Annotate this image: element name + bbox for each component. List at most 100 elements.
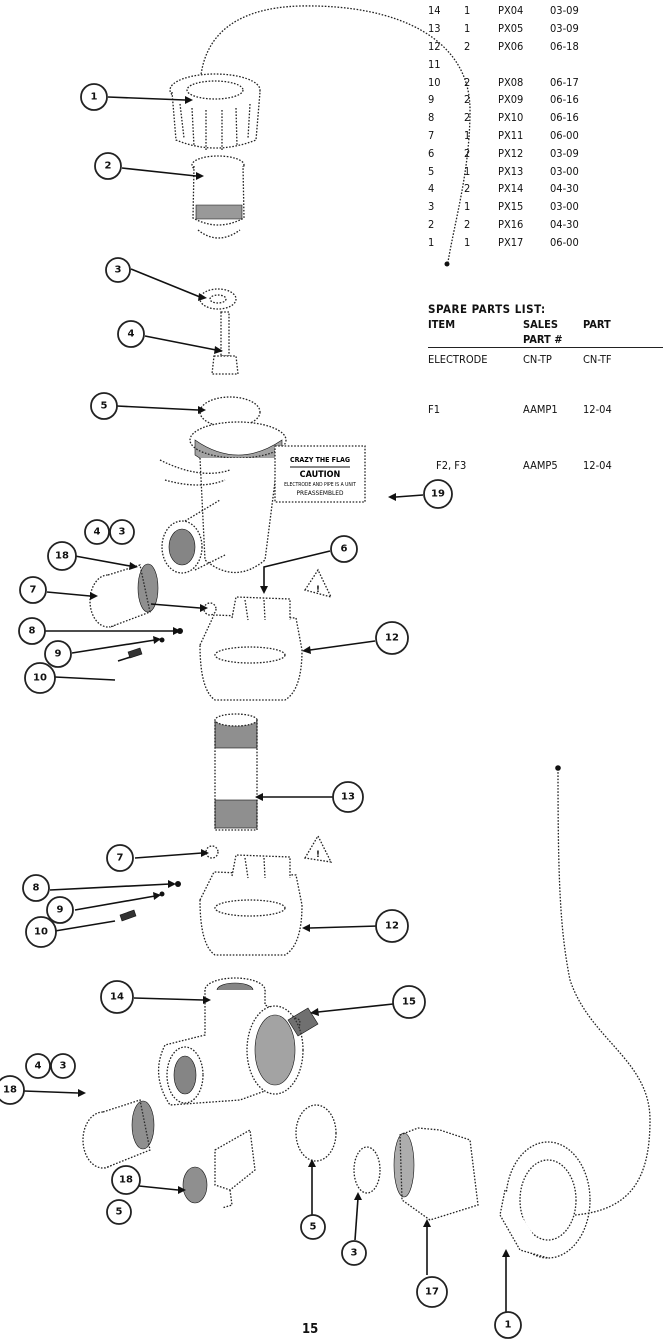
spare-row-2-item: F1 [428, 403, 440, 416]
callout-5-gasket: 5 [300, 1214, 326, 1240]
svg-text:18: 18 [119, 1175, 133, 1186]
parts-cell-item: 7 [428, 128, 435, 142]
parts-cell-part: PX05 [498, 22, 524, 36]
spare-row-3-part: 12-04 [583, 459, 612, 472]
parts-cell-part: PX06 [498, 39, 524, 53]
parts-cell-part: PX15 [498, 200, 524, 214]
part-union-nut-lower [499, 1141, 591, 1259]
label-line-4: PREASSEMBLED [297, 489, 344, 497]
callout-8: 8 [18, 617, 46, 645]
svg-text:5: 5 [101, 401, 108, 412]
caution-label: CRAZY THE FLAG CAUTION ELECTRODE AND PIP… [274, 445, 366, 503]
part-screw-set-upper [117, 628, 183, 662]
spare-row-2-part: 12-04 [583, 403, 612, 416]
label-line-3: ELECTRODE AND PIPE IS A UNIT [284, 482, 356, 488]
parts-cell-item: 6 [428, 146, 435, 160]
part-union-nut-top [169, 73, 261, 150]
svg-text:7: 7 [117, 853, 124, 864]
svg-text:9: 9 [55, 649, 62, 660]
parts-cell-part: PX04 [498, 4, 524, 18]
callout-5-elbow: 5 [106, 1199, 132, 1225]
label-line-1: CRAZY THE FLAG [290, 456, 350, 464]
parts-cell-qty: 1 [464, 4, 471, 18]
parts-cell-code: 04-30 [550, 182, 579, 196]
parts-cell-part: PX08 [498, 75, 524, 89]
spare-row-3-sales: AAMP5 [523, 459, 558, 472]
parts-cell-part: PX10 [498, 111, 524, 125]
parts-cell-item: 11 [428, 57, 441, 71]
parts-cell-code: 06-16 [550, 111, 579, 125]
svg-text:8: 8 [29, 626, 36, 637]
warning-triangle-upper [303, 568, 333, 598]
svg-text:12: 12 [385, 633, 399, 644]
parts-cell-item: 8 [428, 111, 435, 125]
part-tee-body-top [159, 421, 287, 574]
callout-19: 19 [423, 479, 453, 509]
parts-cell-code: 06-00 [550, 235, 579, 249]
part-washer-lower [353, 1146, 381, 1194]
callout-15: 15 [392, 985, 426, 1019]
callout-14: 14 [100, 980, 134, 1014]
parts-cell-code: 06-18 [550, 39, 579, 53]
parts-cell-qty: 2 [464, 111, 471, 125]
part-adapter-lower [393, 1127, 479, 1221]
callout-4-lower-hex: 4 [25, 1053, 51, 1079]
svg-text:3: 3 [60, 1061, 67, 1072]
part-saddle-clamp-lower [199, 854, 303, 956]
part-pipe-nipple [214, 713, 258, 831]
callout-1-lower: 1 [494, 1311, 522, 1339]
callout-9-lower: 9 [46, 896, 74, 924]
svg-text:3: 3 [351, 1248, 358, 1259]
part-electrode [211, 311, 239, 375]
parts-cell-item: 13 [428, 22, 441, 36]
svg-text:!: ! [316, 585, 320, 595]
parts-row: 8 2 PX10 06-16 [428, 109, 590, 127]
parts-cell-part: PX14 [498, 182, 524, 196]
parts-cell-part: PX13 [498, 164, 524, 178]
parts-cell-item: 10 [428, 75, 441, 89]
callout-10: 10 [24, 662, 56, 694]
callout-12-upper: 12 [375, 621, 409, 655]
svg-text:1: 1 [91, 92, 98, 103]
parts-cell-item: 4 [428, 182, 435, 196]
parts-cell-code: 06-16 [550, 93, 579, 107]
part-adapter-top [191, 155, 245, 239]
spare-row-2-sales: AAMP1 [523, 403, 558, 416]
svg-text:4: 4 [94, 527, 101, 538]
svg-text:4: 4 [128, 329, 135, 340]
parts-cell-qty: 2 [464, 182, 471, 196]
upper-electrode-wire [199, 5, 471, 263]
callout-12-lower: 12 [375, 909, 409, 943]
label-line-2: CAUTION [300, 470, 341, 480]
callout-18-upper: 18 [47, 541, 77, 571]
svg-text:8: 8 [33, 883, 40, 894]
parts-row: 13 1 PX05 03-09 [428, 20, 590, 38]
svg-text:1: 1 [505, 1320, 512, 1331]
svg-text:14: 14 [110, 992, 124, 1003]
parts-cell-item: 2 [428, 217, 435, 231]
parts-cell-code: 03-09 [550, 22, 579, 36]
parts-cell-qty: 1 [464, 128, 471, 142]
parts-cell-code: 03-00 [550, 164, 579, 178]
parts-cell-item: 12 [428, 39, 441, 53]
part-oring-lower [205, 845, 219, 859]
spare-header-item: ITEM [428, 318, 456, 331]
part-gasket-lower [295, 1104, 337, 1162]
callout-10-lower: 10 [25, 916, 57, 948]
callout-17: 17 [416, 1276, 448, 1308]
parts-cell-code: 04-30 [550, 217, 579, 231]
part-saddle-clamp-upper [199, 596, 303, 701]
svg-text:13: 13 [341, 792, 355, 803]
parts-cell-qty: 1 [464, 22, 471, 36]
svg-text:17: 17 [425, 1287, 439, 1298]
parts-cell-code [550, 55, 590, 73]
svg-text:19: 19 [431, 489, 445, 500]
parts-cell-item: 3 [428, 200, 435, 214]
svg-text:4: 4 [35, 1061, 42, 1072]
